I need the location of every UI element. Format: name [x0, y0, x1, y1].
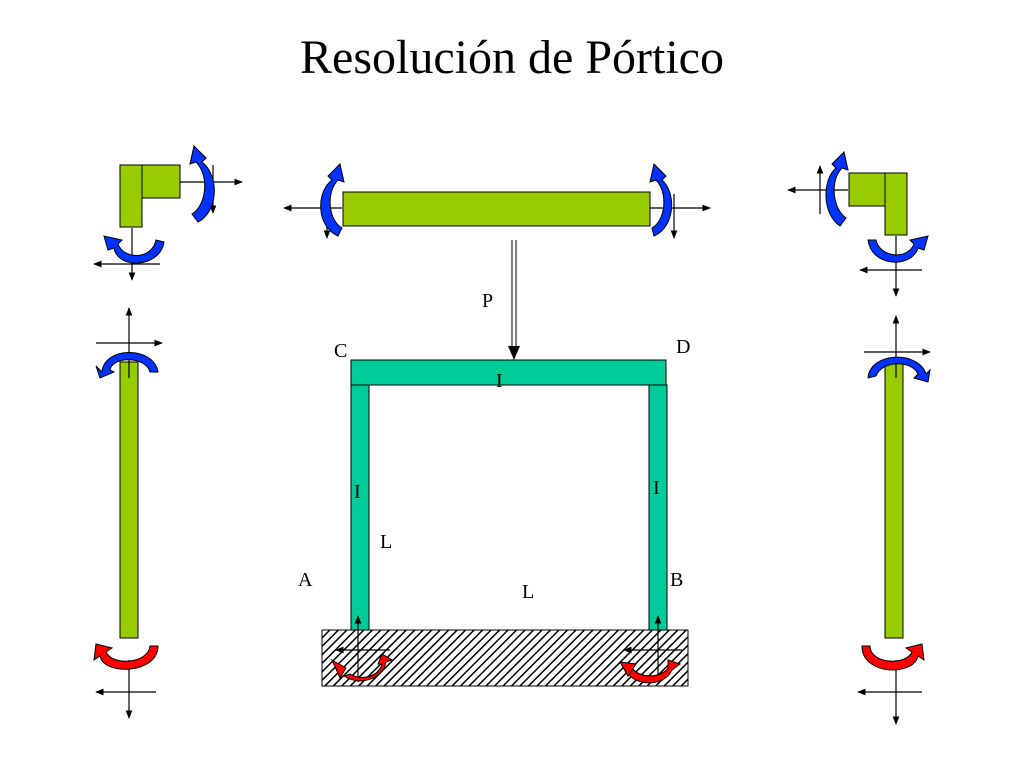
corner-c-horizontal — [141, 164, 181, 199]
support-b-reactions — [619, 615, 682, 684]
right-column-top-moment-blue-icon — [867, 356, 931, 383]
corner-d-free-body — [787, 151, 929, 297]
moment-b-red-icon — [625, 659, 682, 684]
height-label: L — [380, 531, 392, 553]
corner-d-horizontal — [848, 172, 886, 207]
left-column-member — [119, 361, 139, 639]
right-column-inertia-label: I — [653, 477, 660, 499]
corner-c-vertical — [119, 164, 143, 228]
load-label: P — [482, 290, 493, 312]
node-a-label: A — [298, 569, 313, 591]
right-column-member — [884, 361, 904, 639]
left-column-free-body — [93, 307, 163, 719]
span-label: L — [522, 581, 534, 603]
frame-left-column — [350, 384, 370, 631]
beam-member — [342, 191, 651, 227]
frame-right-column — [648, 384, 668, 631]
corner-c-bottom-moment-blue-icon — [103, 235, 165, 264]
corner-d-bottom-moment-blue-icon — [867, 235, 929, 263]
load-arrow — [508, 240, 520, 360]
beam-right-moment-blue-icon — [649, 163, 673, 237]
corner-d-left-moment-blue-icon — [825, 151, 849, 227]
node-d-label: D — [676, 336, 690, 358]
slide-title: Resolución de Pórtico — [300, 31, 724, 84]
beam-free-body — [283, 163, 711, 239]
beam-inertia-label: I — [496, 370, 503, 392]
left-column-bottom-moment-red-icon — [93, 643, 159, 670]
frame-beam — [350, 359, 667, 386]
portal-frame — [350, 359, 668, 631]
left-column-top-moment-blue-icon — [95, 352, 159, 379]
node-b-label: B — [670, 569, 683, 591]
right-column-free-body — [857, 315, 931, 725]
left-column-inertia-label: I — [354, 481, 361, 503]
corner-c-free-body — [93, 145, 243, 281]
node-c-label: C — [334, 340, 347, 362]
support-a-reactions — [330, 615, 394, 682]
moment-a-red-icon — [342, 653, 394, 682]
right-column-bottom-moment-red-icon — [861, 643, 925, 671]
corner-c-right-moment-blue-icon — [189, 145, 215, 223]
corner-d-vertical — [884, 172, 908, 236]
beam-left-moment-blue-icon — [320, 163, 345, 237]
